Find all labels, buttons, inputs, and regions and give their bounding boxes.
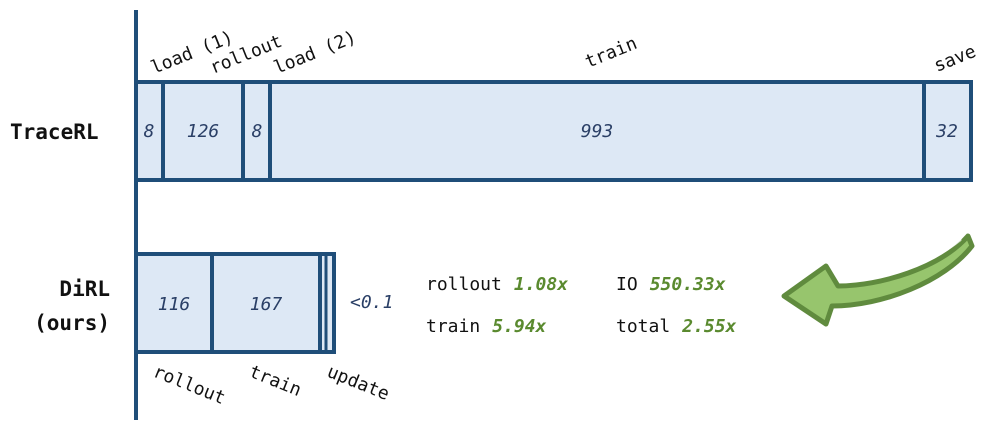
tracerl-rollout-value: 126 <box>187 121 220 142</box>
dirl-stage-label-rollout: rollout <box>150 361 228 409</box>
row-label-ours: (ours) <box>34 311 110 335</box>
dirl-stage-label-update: update <box>324 361 392 405</box>
dirl-bar <box>134 252 336 354</box>
tracerl-load1-value: 8 <box>144 121 155 142</box>
tracerl-train-value: 993 <box>581 121 614 142</box>
tracerl-bar <box>134 80 973 182</box>
dirl-update-value: <0.1 <box>350 292 393 313</box>
tracerl-load2-value: 8 <box>252 121 263 142</box>
row-label-tracerl: TraceRL <box>10 120 99 144</box>
row-label-dirl: DiRL <box>59 277 110 301</box>
tracerl-save-value: 32 <box>935 121 958 142</box>
dirl-stage-label-train: train <box>246 361 304 401</box>
dirl-train-value: 167 <box>250 294 283 315</box>
curved-arrow-icon <box>781 233 975 327</box>
stage-label-load2: load (2) <box>271 27 359 79</box>
stage-label-save: save <box>931 41 979 77</box>
stage-label-train: train <box>582 33 640 73</box>
dirl-rollout-value: 116 <box>158 294 191 315</box>
